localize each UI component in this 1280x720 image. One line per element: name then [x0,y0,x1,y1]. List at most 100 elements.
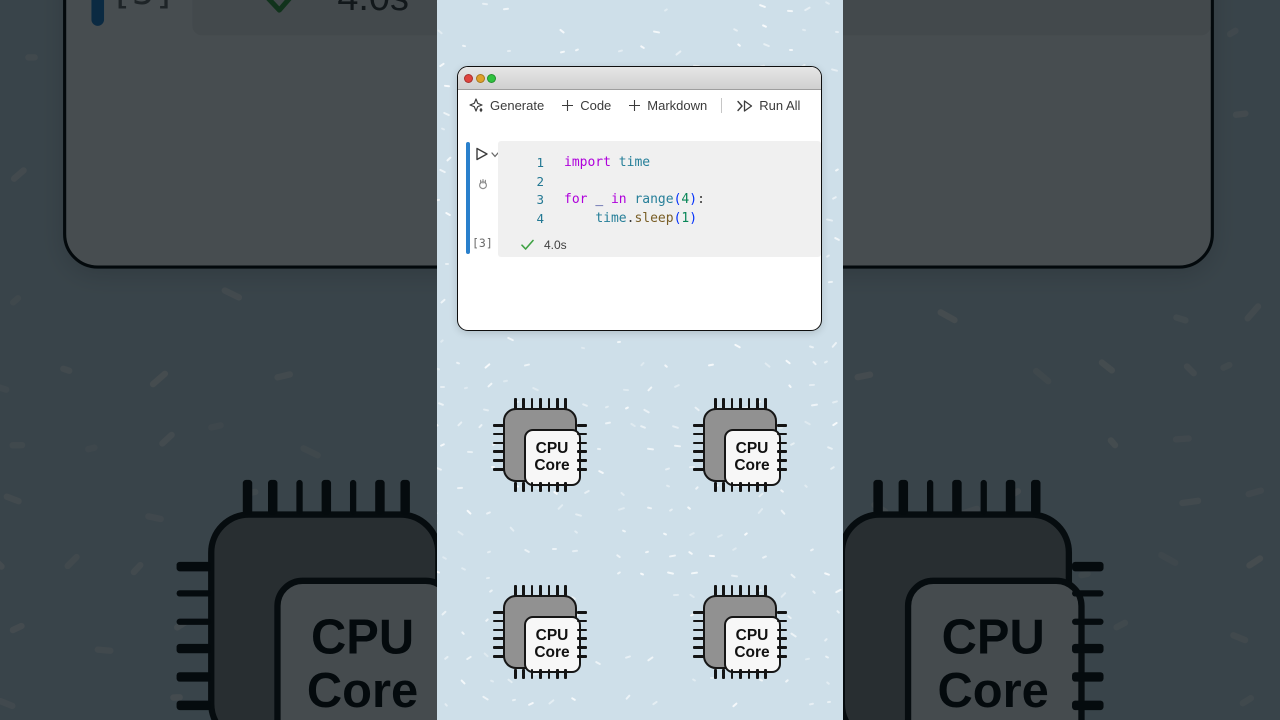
run-all-button[interactable]: Run All [736,98,800,113]
chip-pin [739,398,742,409]
chip-pin [693,637,704,640]
chip-pin [722,398,725,409]
chip-pin [522,668,525,679]
chip-pin [547,481,551,492]
cpu-core-chip-2: CPU Core [693,398,787,492]
chip-pin [576,619,587,623]
chip-pin [776,459,787,462]
chip-label-line1: CPU [735,627,769,644]
chip-label-line2: Core [734,644,770,661]
chip-pin [493,646,504,649]
chip-pin [522,481,525,492]
add-markdown-cell-button[interactable]: Markdown [628,98,707,113]
chip-pin [730,398,734,409]
code-line: 4 time.sleep(1) [536,210,698,226]
cpu-core-chip-4: CPU Core [693,585,787,679]
chip-pin [576,655,587,658]
chip-pin [493,450,504,453]
minimize-window-button[interactable] [475,74,485,83]
chip-pin [693,655,704,658]
chip-pin [756,398,759,409]
chip-pin [776,611,787,614]
chip-pin [530,398,534,409]
chip-pin [714,585,717,596]
chip-pin [564,481,567,492]
chip-pin [776,646,787,649]
chip-label: CPU Core [523,615,581,673]
hand-drag-icon[interactable] [477,177,489,190]
chip-pin [730,481,734,492]
chip-pin [776,432,787,436]
close-window-button[interactable] [464,74,473,83]
chip-pin [730,585,734,596]
chip-pin [739,668,742,679]
chip-pin [576,424,587,427]
chip-pin [739,481,742,492]
chip-pin [556,668,559,679]
chip-pin [539,668,542,679]
chip-pin [576,450,587,453]
chip-pin [693,611,704,614]
chip-pin [776,441,787,445]
toolbar-separator [721,98,723,113]
plus-icon [561,99,574,112]
chip-pin [564,668,567,679]
add-code-cell-button[interactable]: Code [561,98,611,113]
chip-pin [556,481,559,492]
chip-pin [576,611,587,614]
chip-pin [693,424,704,427]
notebook-toolbar: Generate Code Markdown [458,90,821,121]
chip-pin [739,585,742,596]
chip-pin [747,668,751,679]
chip-pin [693,459,704,462]
chip-pin [514,585,517,596]
plus-icon [628,99,641,112]
maximize-window-button[interactable] [487,74,496,83]
chip-pin [493,459,504,462]
chip-pin [493,637,504,640]
notebook-window: Generate Code Markdown [457,66,822,331]
center-scene: Generate Code Markdown [437,0,843,720]
chip-pin [714,398,717,409]
chip-pin [576,637,587,640]
chip-pin [722,481,725,492]
cell-output-bar: 4.0s [498,232,821,257]
chip-body: CPU Core [503,408,581,486]
cell-focus-bar [466,142,470,254]
chip-pin [493,611,504,614]
run-cell-button[interactable] [474,146,489,162]
chip-pin [693,628,704,632]
chip-pin [764,668,767,679]
success-check-icon [521,239,534,251]
chip-pin [693,450,704,453]
chevron-down-icon[interactable] [491,152,499,158]
chip-pin [693,432,704,436]
chip-pin [493,619,504,623]
chip-pin [493,655,504,658]
chip-pin [714,481,717,492]
chip-pin [564,585,567,596]
chip-pin [693,619,704,623]
chip-pin [722,585,725,596]
chip-pin [576,628,587,632]
cpu-core-chip-1: CPU Core [493,398,587,492]
chip-label-line2: Core [534,644,570,661]
chip-pin [776,637,787,640]
chip-pin [547,668,551,679]
chip-label-line2: Core [734,457,770,474]
chip-label-line2: Core [534,457,570,474]
run-all-icon [736,99,753,113]
generate-button[interactable]: Generate [469,98,544,113]
chip-pin [530,585,534,596]
chip-pin [764,481,767,492]
markdown-label: Markdown [647,98,708,113]
window-titlebar [458,67,821,90]
chip-pin [522,398,525,409]
execution-count: [3] [472,236,493,250]
chip-pin [576,468,587,471]
chip-pin [693,468,704,471]
